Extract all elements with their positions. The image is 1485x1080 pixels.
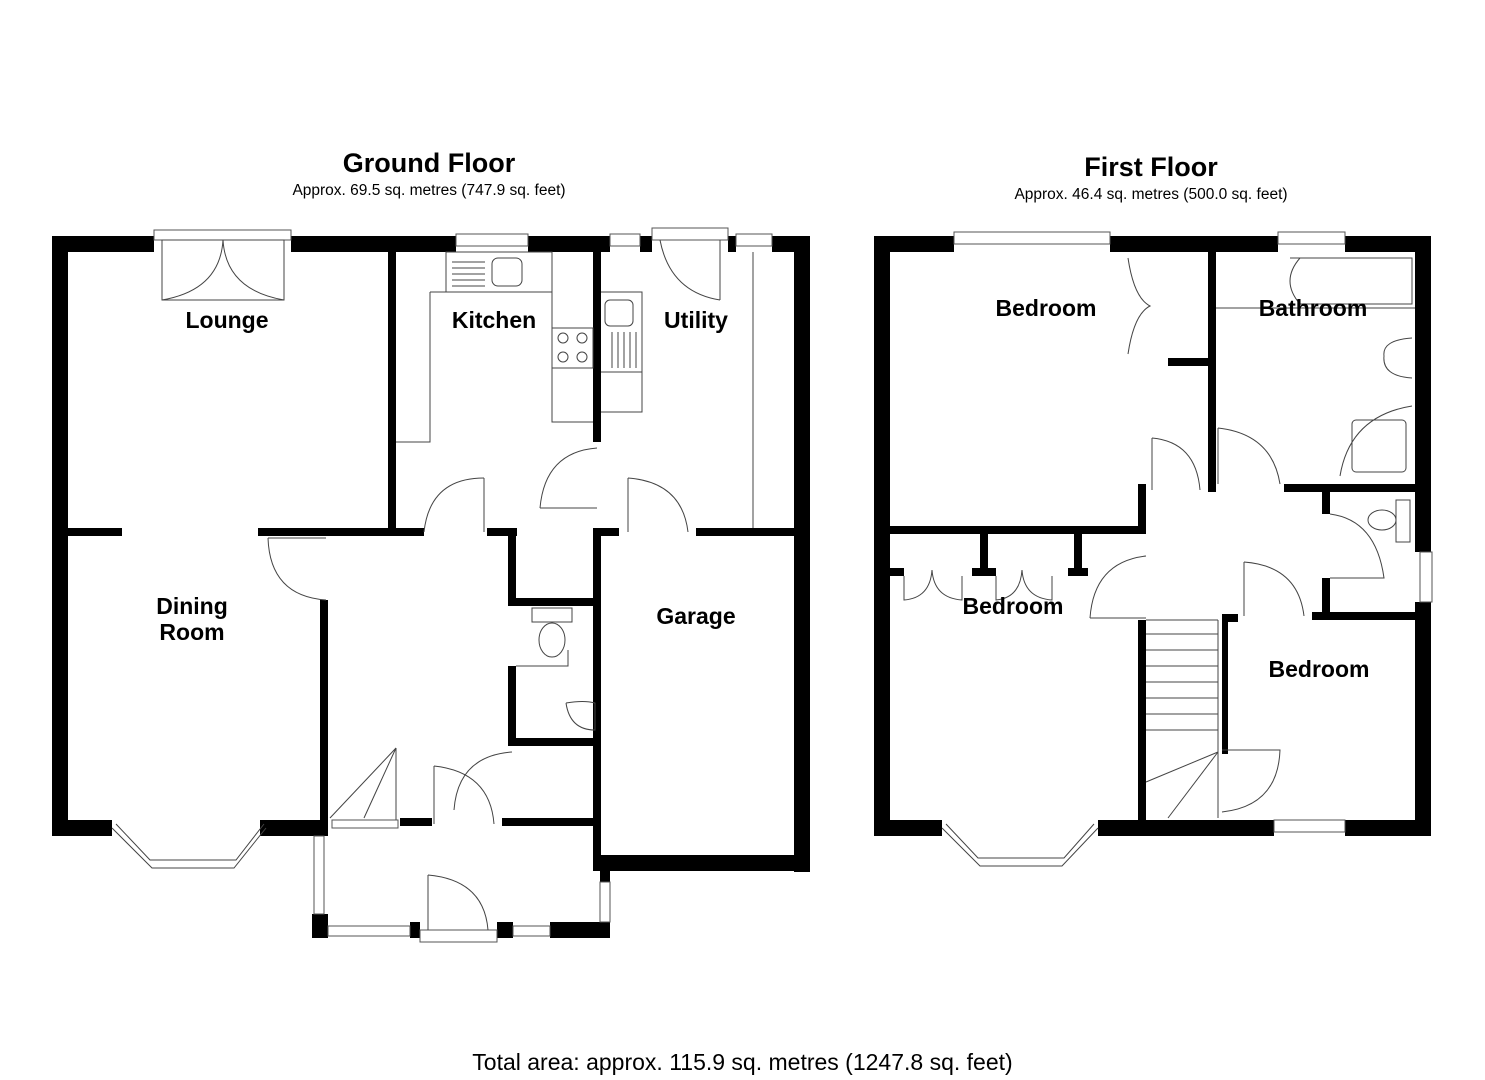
dining-line-2: Room (159, 619, 225, 645)
first-floor-fixtures (903, 231, 1433, 867)
total-area: Total area: approx. 115.9 sq. metres (12… (472, 1049, 1013, 1075)
ground-floor-area: Approx. 69.5 sq. metres (747.9 sq. feet) (292, 182, 566, 199)
room-label-bedroom-3: Bedroom (1268, 656, 1370, 682)
ground-floor-title: Ground Floor (342, 148, 516, 178)
room-label-bedroom-2: Bedroom (962, 593, 1064, 619)
room-label-bathroom: Bathroom (1258, 295, 1368, 321)
first-floor-area: Approx. 46.4 sq. metres (500.0 sq. feet) (1014, 186, 1288, 203)
first-floor-title: First Floor (1084, 152, 1218, 182)
room-label-kitchen: Kitchen (451, 307, 537, 333)
room-label-utility: Utility (664, 307, 728, 333)
dining-line-1: Dining (156, 593, 228, 619)
first-floor-walls (874, 236, 1431, 836)
room-label-lounge: Lounge (185, 307, 269, 333)
room-label-garage: Garage (656, 603, 736, 629)
room-label-bedroom-1: Bedroom (995, 295, 1097, 321)
ground-floor-walls (52, 236, 810, 938)
ground-floor-fixtures (111, 227, 773, 943)
room-label-dining-room: Dining Room (156, 593, 228, 645)
